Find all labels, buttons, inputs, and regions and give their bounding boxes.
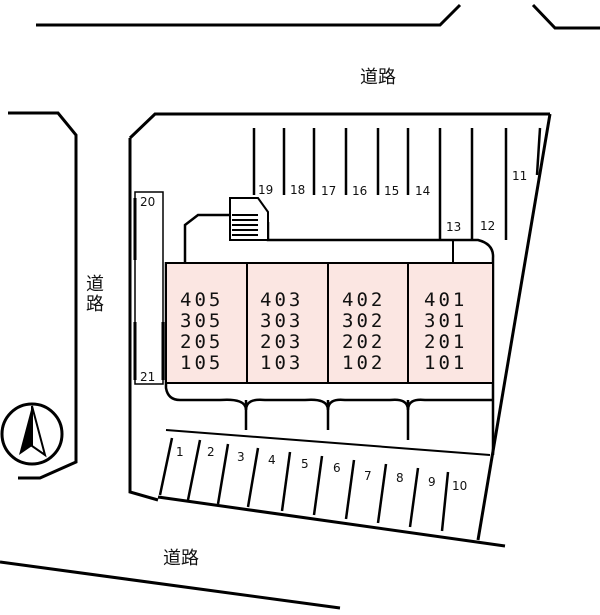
parking-number: 15: [384, 184, 399, 198]
parking-number: 6: [333, 461, 341, 475]
unit-label: 401: [424, 289, 467, 311]
parking-number: 7: [364, 469, 372, 483]
parking-number: 9: [428, 475, 436, 489]
parking-numbers-side: 20 21: [140, 195, 155, 384]
unit-label: 402: [342, 289, 385, 311]
unit-blocks: [165, 262, 494, 384]
unit-label: 103: [260, 352, 303, 374]
unit-labels: 405 305 205 105 403 303 203 103 402 302 …: [180, 289, 467, 374]
north-arrow-icon: [0, 402, 64, 466]
unit-label: 201: [424, 331, 467, 353]
road-label-west-top: 道: [86, 274, 104, 295]
parking-numbers-bottom: 1 2 3 4 5 6 7 8 9 10: [176, 445, 467, 493]
parking-number: 20: [140, 195, 155, 209]
unit-label: 102: [342, 352, 385, 374]
unit-label: 205: [180, 331, 223, 353]
parking-number: 11: [512, 169, 527, 183]
stairs: [229, 197, 269, 241]
parking-number: 4: [268, 453, 276, 467]
parking-numbers-top: 19 18 17 16 15 14 13 12 11: [258, 169, 527, 234]
road-label-west-bottom: 路: [86, 294, 104, 315]
unit-label: 403: [260, 289, 303, 311]
parking-number: 17: [321, 184, 336, 198]
parking-number: 21: [140, 370, 155, 384]
site-boundary: [128, 112, 552, 548]
parking-number: 10: [452, 479, 467, 493]
building: [164, 213, 495, 456]
unit-label: 303: [260, 310, 303, 332]
parking-number: 8: [396, 471, 404, 485]
unit-label: 301: [424, 310, 467, 332]
road-label-south: 道路: [163, 548, 199, 569]
unit-label: 305: [180, 310, 223, 332]
parking-number: 16: [352, 184, 367, 198]
parking-number: 14: [415, 184, 430, 198]
parking-lines-top: [252, 127, 542, 240]
parking-lines-bottom: [158, 437, 450, 532]
parking-number: 18: [290, 183, 305, 197]
unit-label: 202: [342, 331, 385, 353]
parking-number: 1: [176, 445, 184, 459]
parking-number: 5: [301, 457, 309, 471]
unit-label: 105: [180, 352, 223, 374]
side-parking: [133, 191, 165, 385]
road-label-north: 道路: [360, 67, 396, 88]
unit-label: 101: [424, 352, 467, 374]
parking-number: 2: [207, 445, 215, 459]
parking-number: 12: [480, 219, 495, 233]
unit-label: 302: [342, 310, 385, 332]
unit-label: 203: [260, 331, 303, 353]
road-lines: [0, 3, 600, 610]
parking-number: 3: [237, 450, 245, 464]
parking-number: 13: [446, 220, 461, 234]
unit-label: 405: [180, 289, 223, 311]
parking-number: 19: [258, 183, 273, 197]
